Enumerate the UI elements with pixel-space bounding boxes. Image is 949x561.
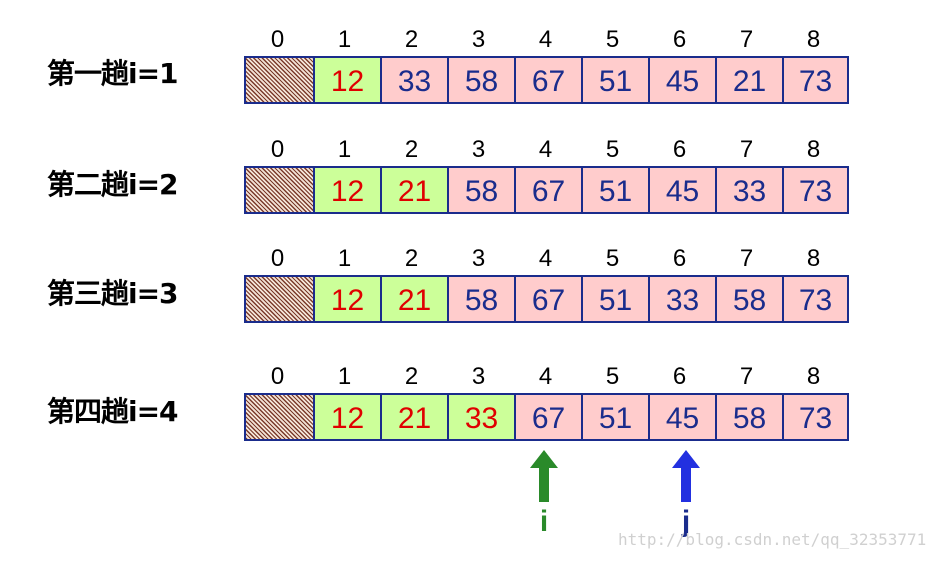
index-label: 2 [404,136,419,163]
index-label: 8 [806,26,821,53]
array-cell-sorted: 12 [313,168,380,212]
index-label: 2 [404,26,419,53]
sentinel-cell [246,58,313,102]
array-cell: 58 [715,395,782,439]
index-label: 5 [605,26,620,53]
index-label: 4 [538,136,553,163]
array-cell: 73 [782,395,847,439]
array-cell: 58 [447,58,514,102]
sentinel-cell [246,395,313,439]
array-cell: 67 [514,168,581,212]
array-cell: 45 [648,395,715,439]
index-label: 6 [672,363,687,390]
pointer-j-label: j [681,505,691,538]
pass-label: 第四趟i=4 [47,395,179,428]
sentinel-cell [246,277,313,321]
array-row: 12 21 58 67 51 45 33 73 [244,166,849,214]
index-label: 0 [270,363,285,390]
index-label: 3 [471,245,486,272]
index-label: 2 [404,363,419,390]
array-cell: 73 [782,277,847,321]
index-label: 8 [806,245,821,272]
index-label: 4 [538,26,553,53]
pass-label: 第一趟i=1 [47,57,179,90]
index-label: 4 [538,245,553,272]
index-label: 4 [538,363,553,390]
index-label: 3 [471,26,486,53]
index-label: 1 [337,363,352,390]
array-row: 12 21 58 67 51 33 58 73 [244,275,849,323]
index-label: 1 [337,245,352,272]
index-label: 8 [806,363,821,390]
array-cell-sorted: 12 [313,395,380,439]
index-label: 6 [672,245,687,272]
array-cell: 51 [581,395,648,439]
array-cell: 45 [648,58,715,102]
array-cell: 58 [715,277,782,321]
array-cell: 67 [514,58,581,102]
array-cell: 58 [447,277,514,321]
array-cell: 33 [648,277,715,321]
array-cell: 51 [581,277,648,321]
array-cell: 67 [514,277,581,321]
pass-label: 第三趟i=3 [47,277,179,310]
array-cell: 45 [648,168,715,212]
index-label: 8 [806,136,821,163]
pointer-i-arrow-icon [530,450,558,502]
index-label: 2 [404,245,419,272]
index-label: 7 [739,245,754,272]
array-row: 12 33 58 67 51 45 21 73 [244,56,849,104]
sentinel-cell [246,168,313,212]
pointer-i-arrow-shape [530,450,558,502]
pointer-j-arrow-shape [672,450,700,502]
index-label: 0 [270,26,285,53]
array-cell-sorted: 12 [313,277,380,321]
array-cell-sorted: 21 [380,395,447,439]
array-cell-sorted: 12 [313,58,380,102]
array-cell: 58 [447,168,514,212]
index-label: 7 [739,136,754,163]
index-label: 3 [471,136,486,163]
index-label: 5 [605,136,620,163]
array-cell-sorted: 33 [447,395,514,439]
pointer-i-label: i [539,505,549,538]
array-cell: 73 [782,58,847,102]
index-label: 3 [471,363,486,390]
array-cell: 33 [380,58,447,102]
index-label: 7 [739,26,754,53]
index-label: 5 [605,363,620,390]
array-cell-sorted: 21 [380,277,447,321]
array-cell: 33 [715,168,782,212]
array-cell: 51 [581,58,648,102]
array-cell-sorted: 21 [380,168,447,212]
index-label: 1 [337,136,352,163]
pass-label: 第二趟i=2 [47,168,179,201]
index-label: 0 [270,136,285,163]
array-cell: 67 [514,395,581,439]
index-label: 0 [270,245,285,272]
index-label: 1 [337,26,352,53]
array-cell: 21 [715,58,782,102]
array-cell: 51 [581,168,648,212]
array-cell: 73 [782,168,847,212]
index-label: 6 [672,136,687,163]
pointer-j-arrow-icon [672,450,700,502]
index-label: 6 [672,26,687,53]
watermark-url: http://blog.csdn.net/qq_32353771 [618,530,927,549]
index-label: 7 [739,363,754,390]
array-row: 12 21 33 67 51 45 58 73 [244,393,849,441]
index-label: 5 [605,245,620,272]
